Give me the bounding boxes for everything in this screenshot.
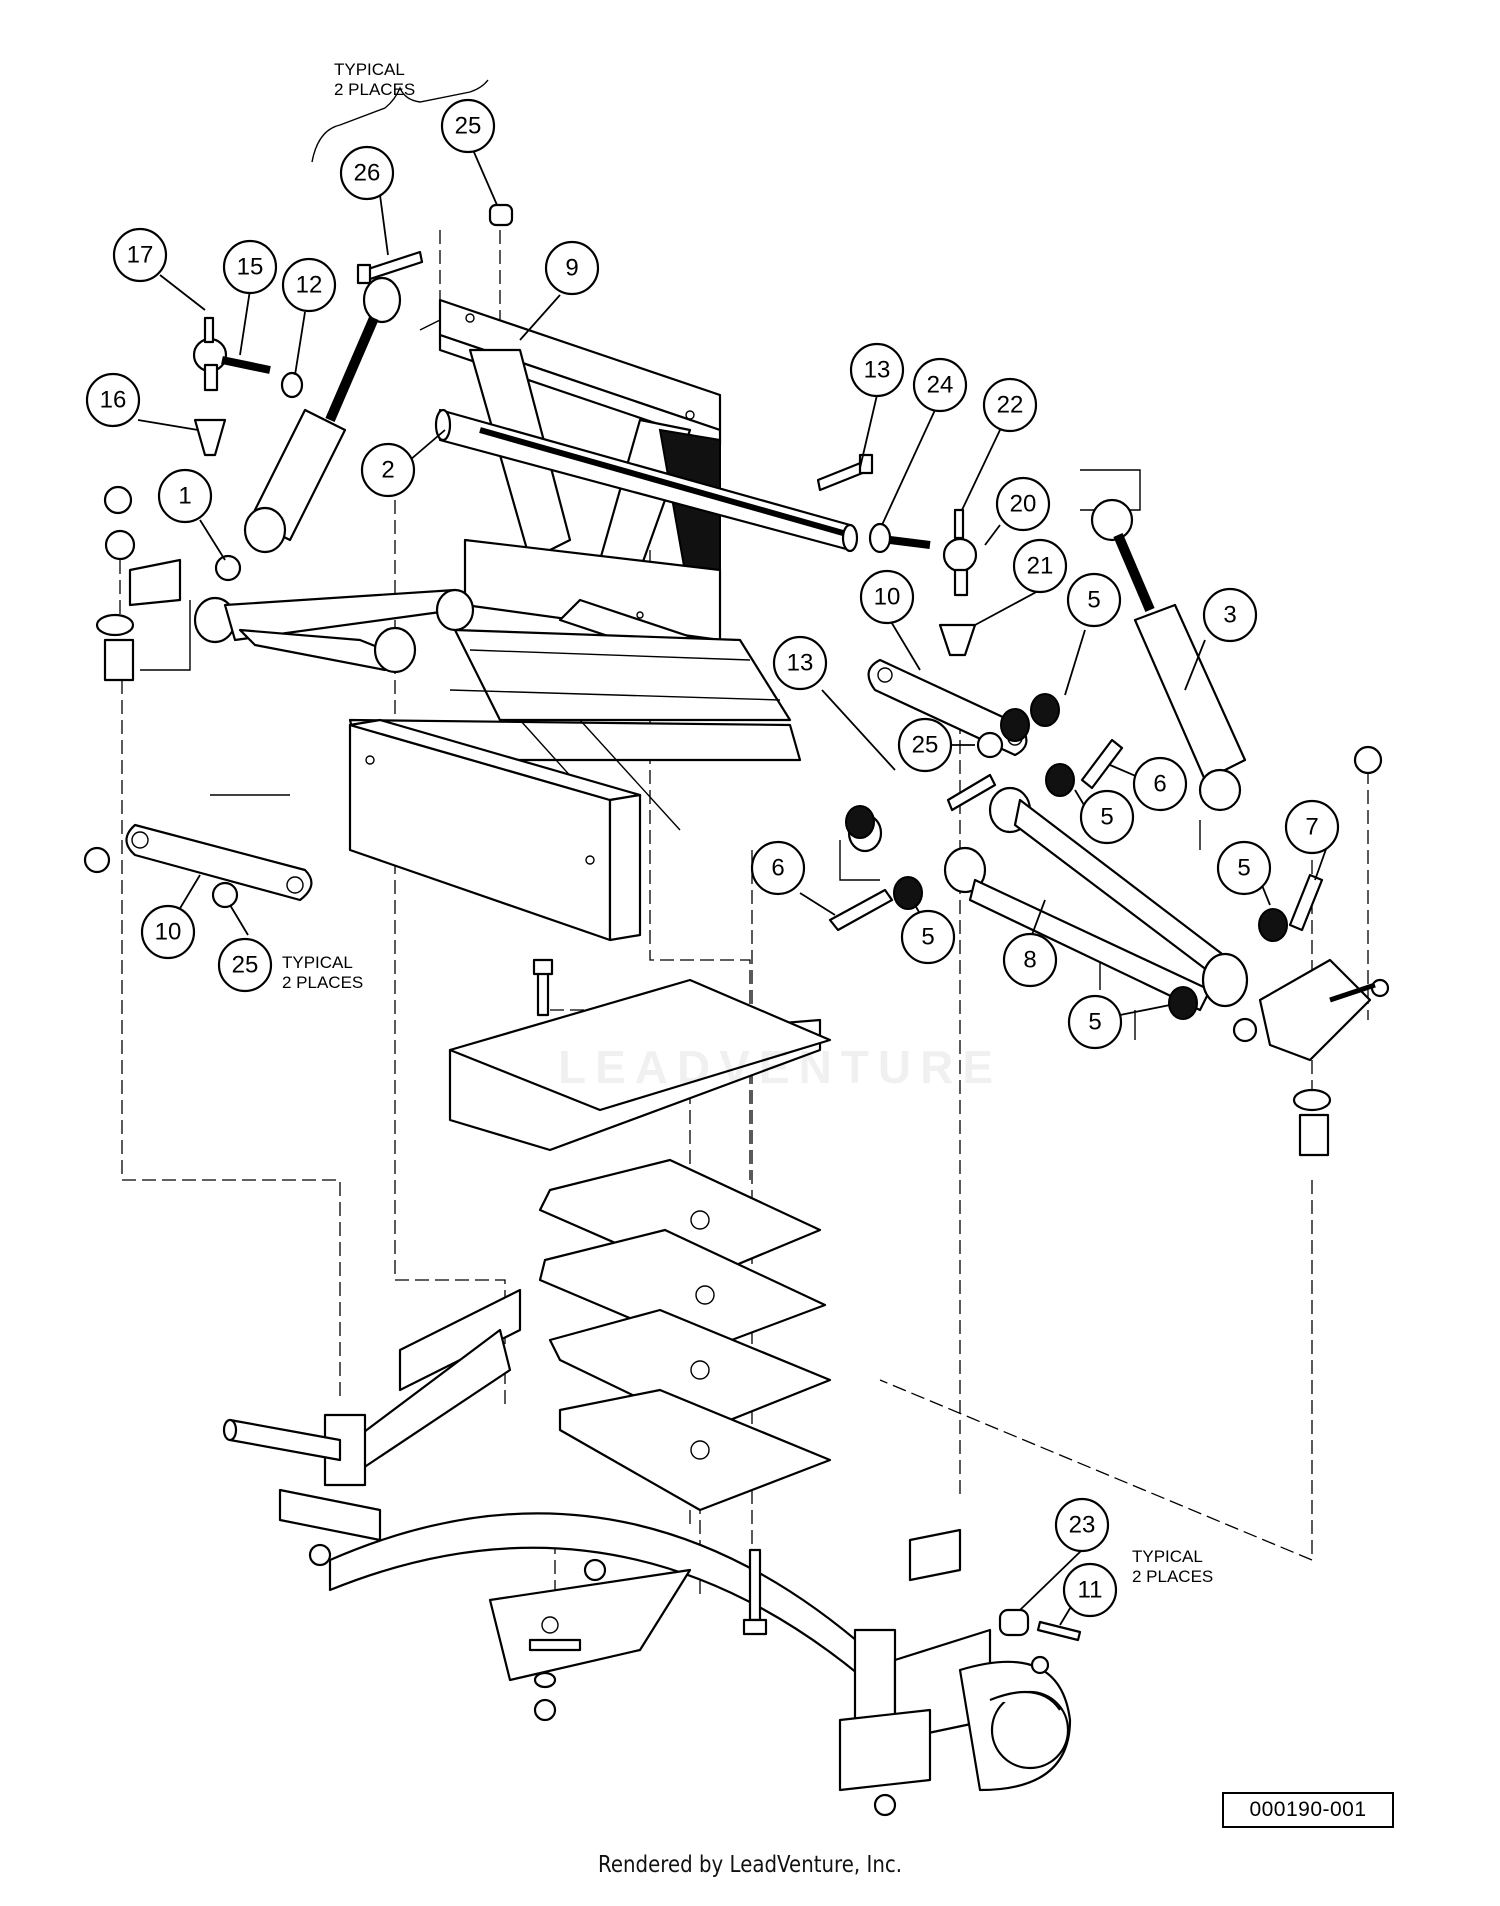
callout-label: 25 (232, 952, 259, 979)
typical-notes: TYPICAL 2 PLACES TYPICAL 2 PLACES TYPICA… (282, 60, 1213, 1586)
footer-credit: Rendered by LeadVenture, Inc. (597, 1852, 903, 1878)
left-a-arm (128, 558, 475, 674)
right-shock-absorber (1090, 498, 1247, 812)
callout-10: 10 (859, 569, 915, 625)
callout-1: 1 (157, 468, 213, 524)
callout-5: 5 (900, 909, 956, 965)
callout-label: 25 (912, 732, 939, 759)
callout-5: 5 (1079, 789, 1135, 845)
callout-9: 9 (544, 240, 600, 296)
note-right-line2: 2 PLACES (1132, 1567, 1213, 1586)
callout-label: 15 (237, 254, 264, 281)
callout-label: 13 (864, 357, 891, 384)
callout-label: 5 (921, 924, 934, 951)
callout-5: 5 (1066, 572, 1122, 628)
note-top-line2: 2 PLACES (334, 80, 415, 99)
callout-label: 22 (997, 392, 1024, 419)
callout-label: 9 (565, 255, 578, 282)
callout-label: 2 (381, 457, 394, 484)
right-spindle-hub (838, 1528, 1072, 1817)
callout-label: 5 (1088, 1009, 1101, 1036)
callout-5: 5 (1216, 840, 1272, 896)
hardware (83, 203, 1390, 1722)
links (125, 658, 1028, 902)
left-shock-absorber (243, 276, 402, 554)
callout-5: 5 (1067, 994, 1123, 1050)
callout-label: 20 (1010, 491, 1037, 518)
callout-label: 12 (296, 272, 323, 299)
callout-22: 22 (982, 377, 1038, 433)
note-top-line1: TYPICAL (334, 60, 405, 79)
note-left-line2: 2 PLACES (282, 973, 363, 992)
leaf-spring-stack (448, 978, 832, 1512)
callout-16: 16 (85, 372, 141, 428)
callout-25: 25 (217, 937, 273, 993)
callout-2: 2 (360, 442, 416, 498)
callout-25: 25 (440, 98, 496, 154)
callout-13: 13 (849, 342, 905, 398)
callout-label: 3 (1223, 602, 1236, 629)
callout-23: 23 (1054, 1497, 1110, 1553)
callout-26: 26 (339, 145, 395, 201)
callout-11: 11 (1062, 1562, 1118, 1618)
callout-label: 6 (771, 855, 784, 882)
note-right-line1: TYPICAL (1132, 1547, 1203, 1566)
callout-label: 23 (1069, 1512, 1096, 1539)
callout-17: 17 (112, 227, 168, 283)
callout-10: 10 (140, 904, 196, 960)
callout-label: 17 (127, 242, 154, 269)
callout-label: 1 (178, 483, 191, 510)
callout-bubbles: 25 26 17 15 12 9 16 2 1 13 24 22 20 21 1… (85, 98, 1340, 1618)
callout-label: 10 (874, 584, 901, 611)
callout-label: 24 (927, 372, 954, 399)
callout-21: 21 (1012, 538, 1068, 594)
callout-label: 7 (1305, 814, 1318, 841)
diagram-code-box: 000190-001 (1222, 1792, 1394, 1828)
watermark: LEADVENTURE (557, 1041, 1003, 1093)
left-spindle (222, 1288, 522, 1567)
callout-13: 13 (772, 635, 828, 691)
callout-label: 5 (1237, 855, 1250, 882)
callout-25: 25 (897, 717, 953, 773)
callout-8: 8 (1002, 932, 1058, 988)
callout-label: 6 (1153, 771, 1166, 798)
callout-label: 5 (1100, 804, 1113, 831)
callout-24: 24 (912, 357, 968, 413)
callout-20: 20 (995, 476, 1051, 532)
cross-tube (434, 408, 859, 553)
callout-label: 13 (787, 650, 814, 677)
callout-3: 3 (1202, 587, 1258, 643)
callout-label: 8 (1023, 947, 1036, 974)
callout-7: 7 (1284, 799, 1340, 855)
callout-label: 5 (1087, 587, 1100, 614)
callout-12: 12 (281, 257, 337, 313)
front-axle-beam (328, 1512, 922, 1732)
front-channel (348, 718, 642, 942)
callout-15: 15 (222, 239, 278, 295)
callout-6: 6 (1132, 756, 1188, 812)
callout-label: 11 (1078, 1577, 1103, 1604)
bracket-lines (140, 79, 1201, 1040)
callout-label: 16 (100, 387, 127, 414)
callout-label: 25 (455, 113, 482, 140)
callout-label: 21 (1027, 553, 1054, 580)
right-a-arm (943, 786, 1249, 1012)
callout-label: 26 (354, 160, 381, 187)
callout-label: 10 (155, 919, 182, 946)
note-left-line1: TYPICAL (282, 953, 353, 972)
callout-6: 6 (750, 840, 806, 896)
